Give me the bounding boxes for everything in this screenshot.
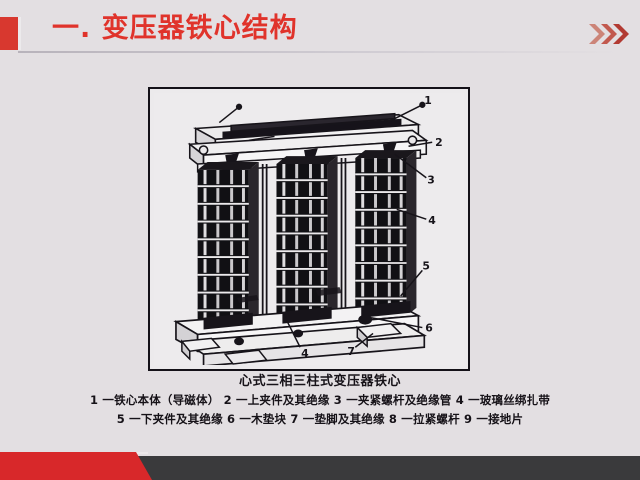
title-accent-block — [0, 17, 21, 50]
callout-3: 3 — [427, 174, 435, 187]
figure-legend-line-2: 5 一下夹件及其绝缘 6 一木垫块 7 一垫脚及其绝缘 8 一拉紧螺杆 9 一接… — [116, 412, 524, 426]
callout-1: 1 — [424, 94, 432, 107]
callout-6: 6 — [425, 321, 433, 334]
callout-2: 2 — [435, 136, 443, 149]
triple-chevron-right-icon — [588, 22, 632, 46]
slide-header: 一. 变压器铁心结构 — [0, 0, 640, 56]
figure-legend-line-1: 1 一铁心本体（导磁体） 2 一上夹件及其绝缘 3 一夹紧螺杆及绝缘管 4 一玻… — [89, 393, 551, 407]
figure-caption-block: 心式三相三柱式变压器铁心 1 一铁心本体（导磁体） 2 一上夹件及其绝缘 3 一… — [60, 372, 580, 429]
callout-4b: 4 — [301, 347, 309, 360]
callout-7: 7 — [347, 345, 355, 358]
figure-image-frame: 1 2 3 4 4 5 6 7 — [148, 87, 470, 371]
transformer-core-diagram: 1 2 3 4 4 5 6 7 — [154, 93, 464, 365]
callout-4: 4 — [428, 214, 436, 227]
footer-accent-shape — [0, 452, 152, 480]
callout-5: 5 — [422, 259, 430, 272]
page-title: 一. 变压器铁心结构 — [52, 13, 298, 44]
figure-caption-title: 心式三相三柱式变压器铁心 — [238, 374, 401, 389]
header-divider — [18, 51, 618, 53]
